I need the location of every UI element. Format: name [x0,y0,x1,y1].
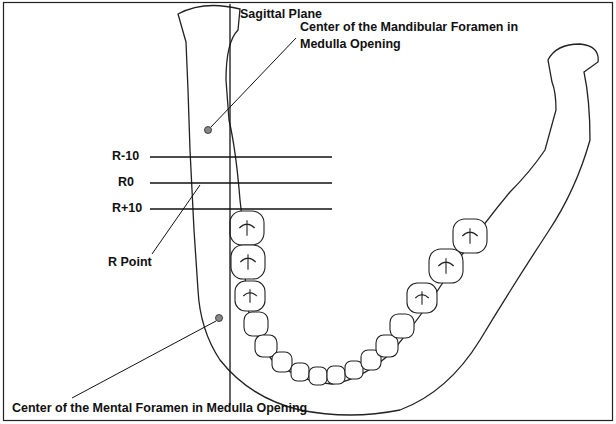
tooth [453,219,487,253]
foramen-dot [216,315,223,322]
plane-line [150,182,332,183]
sagittal-line [229,4,230,405]
tooth [407,283,437,313]
tooth-cusp [415,291,429,305]
tooth-cusp [240,254,255,269]
tooth [345,361,363,379]
level-label: R-10 [112,148,152,165]
point-label: R Point [108,254,178,271]
tooth [244,312,268,336]
tooth [291,363,309,381]
tooth [376,335,398,357]
tooth [390,314,414,338]
plane-line [150,156,332,157]
teeth [230,211,487,385]
leader-line [72,321,216,398]
tooth-cusp [239,220,254,235]
foramen-dot [205,127,212,134]
leader-line [211,38,296,127]
tooth [231,245,265,279]
tooth [327,366,345,384]
leader-line [152,185,200,254]
foramen-label: Center of the Mandibular Foramen in Medu… [300,19,536,53]
frame [4,3,613,421]
tooth [230,211,264,245]
tooth-cusp [462,228,477,243]
foramen-label: Center of the Mental Foramen in Medulla … [12,400,412,417]
level-label: R0 [118,174,152,191]
tooth-cusp [438,258,453,273]
tooth [272,352,292,372]
tooth [429,249,463,283]
level-label: R+10 [112,200,152,217]
plane-line [150,208,332,209]
tooth [235,281,265,311]
mandible-outline [178,5,598,415]
tooth [309,367,327,385]
mandible-body [178,5,598,415]
tooth-cusp [243,289,257,303]
